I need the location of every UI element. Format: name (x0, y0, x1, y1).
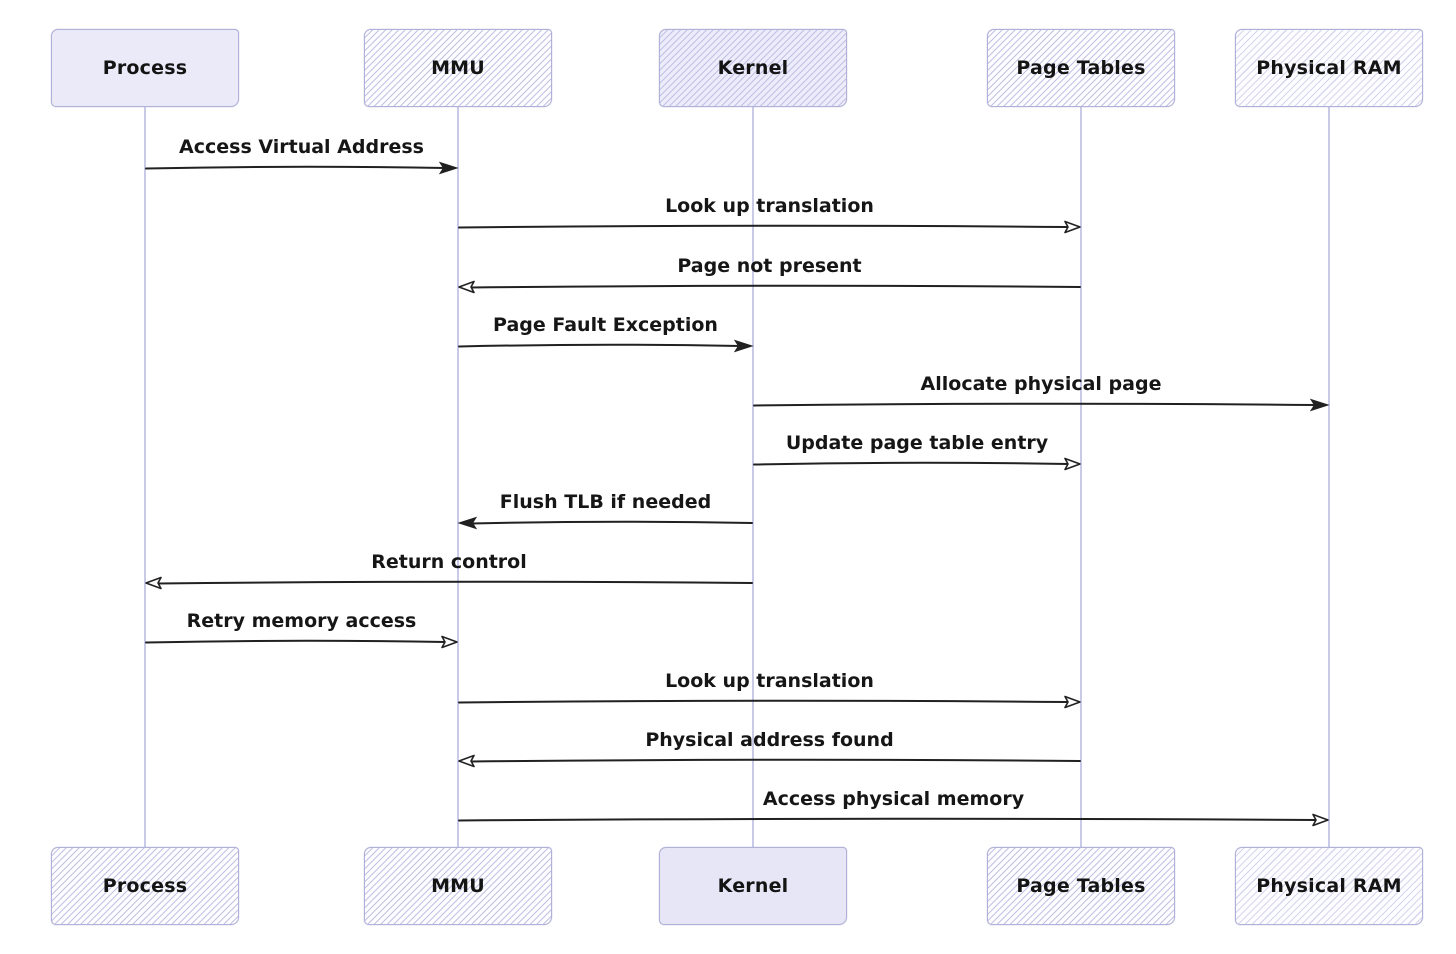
message-line (470, 758, 1081, 763)
message-access-physical-memory: Access physical memory (458, 788, 1329, 829)
message-line (470, 284, 1081, 289)
actor-label: Page Tables (1016, 57, 1146, 79)
message-label: Retry memory access (186, 610, 417, 632)
message-arrow (145, 635, 458, 649)
lifeline-process (144, 107, 146, 847)
message-physical-address-found: Physical address found (458, 729, 1081, 770)
actor-box-mmu-bottom: MMU (364, 847, 552, 925)
message-label: Physical address found (645, 729, 894, 751)
arrowhead-open-icon (441, 635, 458, 649)
message-line (458, 699, 1069, 704)
actor-label: Physical RAM (1256, 57, 1402, 79)
message-label: Allocate physical page (920, 373, 1162, 395)
message-arrow (753, 457, 1081, 471)
message-line (753, 461, 1069, 466)
message-page-fault-exception: Page Fault Exception (458, 314, 754, 355)
actor-label: Physical RAM (1256, 875, 1402, 897)
actor-box-mmu-top: MMU (364, 29, 552, 107)
actor-box-kernel-bottom: Kernel (659, 847, 847, 925)
actor-box-process-bottom: Process (51, 847, 239, 925)
message-return-control: Return control (145, 551, 753, 592)
message-line (145, 639, 446, 644)
actor-label: Kernel (717, 875, 789, 897)
actor-label: Process (102, 57, 188, 79)
arrowhead-open-icon (458, 754, 475, 768)
message-line (145, 165, 446, 170)
message-arrow (145, 161, 459, 175)
message-arrow (753, 398, 1330, 412)
message-page-not-present: Page not present (458, 255, 1081, 296)
actor-label: MMU (431, 875, 485, 897)
message-label: Update page table entry (785, 432, 1049, 454)
message-look-up-translation: Look up translation (458, 195, 1081, 236)
message-label: Return control (371, 551, 527, 573)
message-line (753, 402, 1317, 407)
lifeline-pagetables (1080, 107, 1082, 847)
actor-label: Kernel (717, 57, 789, 79)
arrowhead-open-icon (1312, 813, 1329, 827)
message-arrow (458, 754, 1081, 768)
message-update-page-table-entry: Update page table entry (753, 432, 1081, 473)
lifeline-kernel (752, 107, 754, 847)
message-arrow (458, 280, 1081, 294)
message-arrow (458, 695, 1081, 709)
actor-box-ram-top: Physical RAM (1235, 29, 1423, 107)
arrowhead-open-icon (458, 280, 475, 294)
message-line (157, 580, 753, 585)
lifeline-ram (1328, 107, 1330, 847)
message-arrow (458, 339, 754, 353)
message-line (458, 817, 1317, 822)
message-retry-memory-access: Retry memory access (145, 610, 458, 651)
actor-box-ram-bottom: Physical RAM (1235, 847, 1423, 925)
actor-box-kernel-top: Kernel (659, 29, 847, 107)
message-flush-tlb-if-needed: Flush TLB if needed (457, 491, 753, 532)
message-access-virtual-address: Access Virtual Address (145, 136, 459, 177)
message-label: Access physical memory (762, 788, 1025, 810)
actor-label: Process (102, 875, 188, 897)
message-label: Look up translation (665, 670, 874, 692)
message-arrow (457, 516, 753, 530)
message-label: Page not present (677, 255, 862, 277)
actor-label: MMU (431, 57, 485, 79)
actor-label: Page Tables (1016, 875, 1146, 897)
message-label: Flush TLB if needed (499, 491, 712, 513)
message-line (458, 224, 1069, 229)
actor-box-pagetables-top: Page Tables (987, 29, 1175, 107)
arrowhead-solid-icon (438, 161, 459, 175)
arrowhead-solid-icon (457, 516, 478, 530)
message-look-up-translation: Look up translation (458, 670, 1081, 711)
message-label: Access Virtual Address (179, 136, 424, 158)
lifeline-mmu (457, 107, 459, 847)
actor-box-process-top: Process (51, 29, 239, 107)
arrowhead-open-icon (1064, 457, 1081, 471)
message-line (458, 343, 741, 348)
arrowhead-solid-icon (733, 339, 754, 353)
message-arrow (145, 576, 753, 590)
arrowhead-solid-icon (1309, 398, 1330, 412)
arrowhead-open-icon (145, 576, 162, 590)
message-label: Page Fault Exception (493, 314, 718, 336)
message-arrow (458, 220, 1081, 234)
message-line (470, 520, 753, 525)
message-arrow (458, 813, 1329, 827)
arrowhead-open-icon (1064, 695, 1081, 709)
arrowhead-open-icon (1064, 220, 1081, 234)
message-label: Look up translation (665, 195, 874, 217)
message-allocate-physical-page: Allocate physical page (753, 373, 1330, 414)
actor-box-pagetables-bottom: Page Tables (987, 847, 1175, 925)
